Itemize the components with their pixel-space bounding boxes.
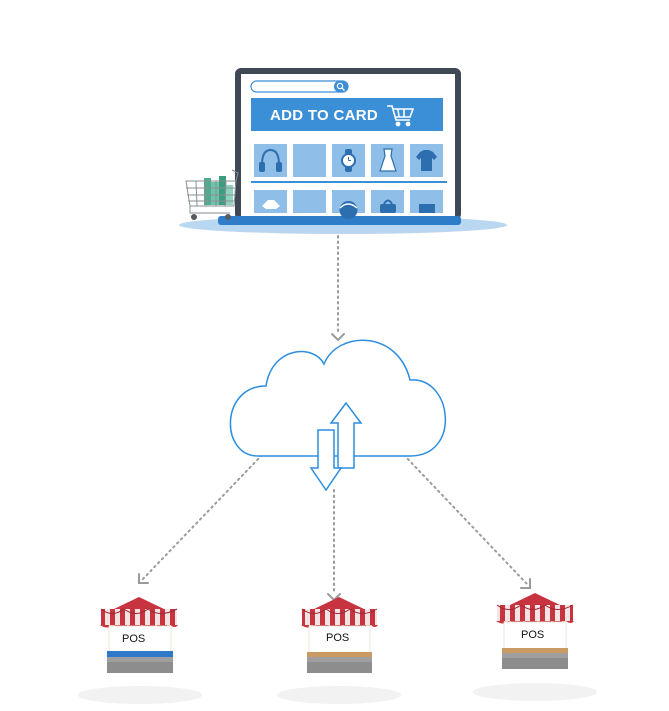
cloud-outline [229, 339, 446, 457]
cloud-to-pos-left-line [141, 454, 263, 581]
banner-label: ADD TO CARD [270, 107, 378, 124]
add-to-cart-banner[interactable]: ADD TO CARD [251, 98, 443, 131]
product-tile[interactable] [254, 144, 287, 177]
pos-stall-left[interactable]: POS [78, 597, 202, 704]
cloud [229, 339, 446, 492]
pos-stall-center[interactable]: POS [277, 597, 401, 704]
headphones-icon [259, 148, 282, 172]
search-icon[interactable] [336, 82, 345, 91]
watch-icon [341, 149, 356, 172]
pos-stall-right[interactable]: POS [473, 593, 597, 701]
awning [101, 609, 177, 625]
ball-icon [339, 201, 358, 219]
product-grid-row-1 [254, 144, 443, 177]
shopping-cart-icon [387, 105, 415, 127]
laptop-base [218, 216, 461, 225]
chevron-down-right-icon [520, 578, 531, 589]
chevron-down-icon [331, 333, 345, 342]
shirt-icon [262, 200, 280, 209]
sync-arrows-icon [309, 401, 363, 492]
product-grid-row-2 [254, 190, 443, 219]
awning [302, 609, 377, 625]
awning [497, 605, 573, 621]
bag-icon [380, 199, 396, 213]
pos-label: POS [521, 629, 544, 641]
product-tile[interactable] [293, 144, 326, 177]
tshirt-icon [416, 150, 437, 171]
shopping-cart-with-bags [185, 169, 239, 220]
dress-icon [379, 148, 397, 172]
connectors [141, 235, 528, 595]
laptop: ADD TO CARD [179, 68, 507, 234]
product-tile[interactable] [293, 190, 326, 213]
pos-label: POS [122, 633, 145, 645]
search-bar[interactable] [250, 80, 349, 93]
chevron-down-left-icon [138, 573, 149, 584]
cloud-to-pos-right-line [403, 454, 528, 585]
pos-label: POS [326, 632, 349, 644]
box-icon [419, 204, 435, 213]
